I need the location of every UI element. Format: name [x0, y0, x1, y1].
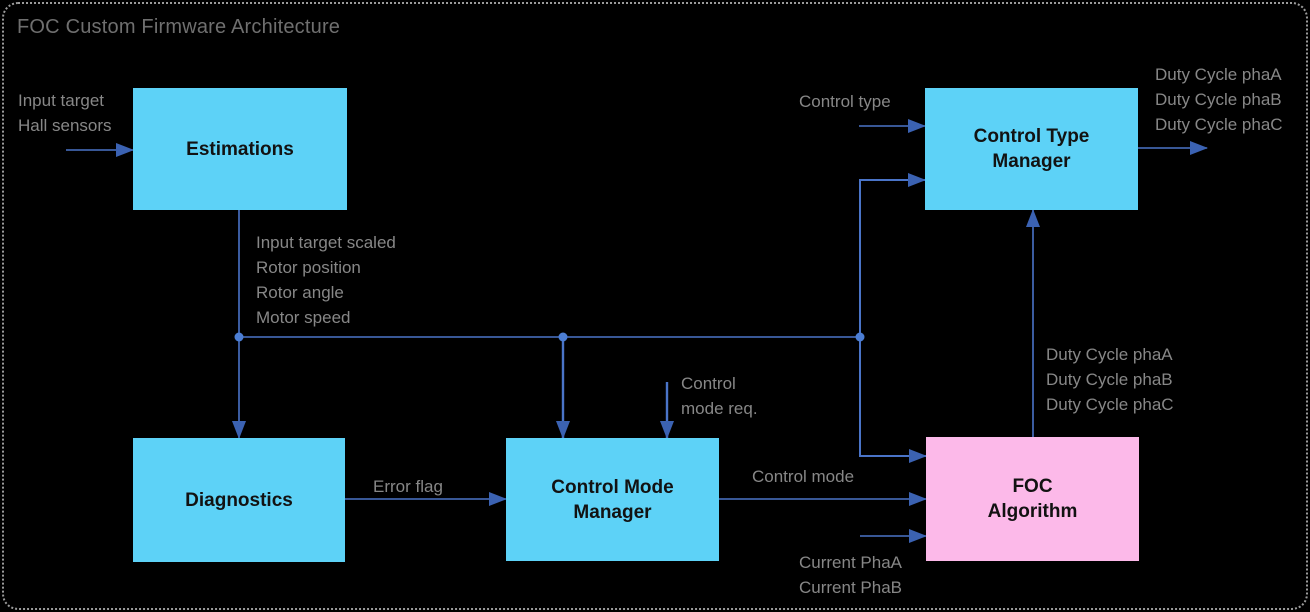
label-error-flag: Error flag: [373, 477, 443, 496]
junction-dot: [234, 332, 244, 342]
arrow-bus-to-foc: [859, 337, 927, 463]
junction-dot: [558, 332, 568, 342]
block-diagnostics: Diagnostics: [133, 438, 345, 562]
label-control-mode: Control mode: [752, 467, 855, 486]
junction-dot: [855, 332, 865, 342]
block-estimations: Estimations: [133, 88, 347, 210]
diagram-title: FOC Custom Firmware Architecture: [17, 16, 341, 38]
label-control-type: Control type: [799, 92, 891, 111]
arrow-bus-to-control-type-manager: [859, 173, 926, 337]
